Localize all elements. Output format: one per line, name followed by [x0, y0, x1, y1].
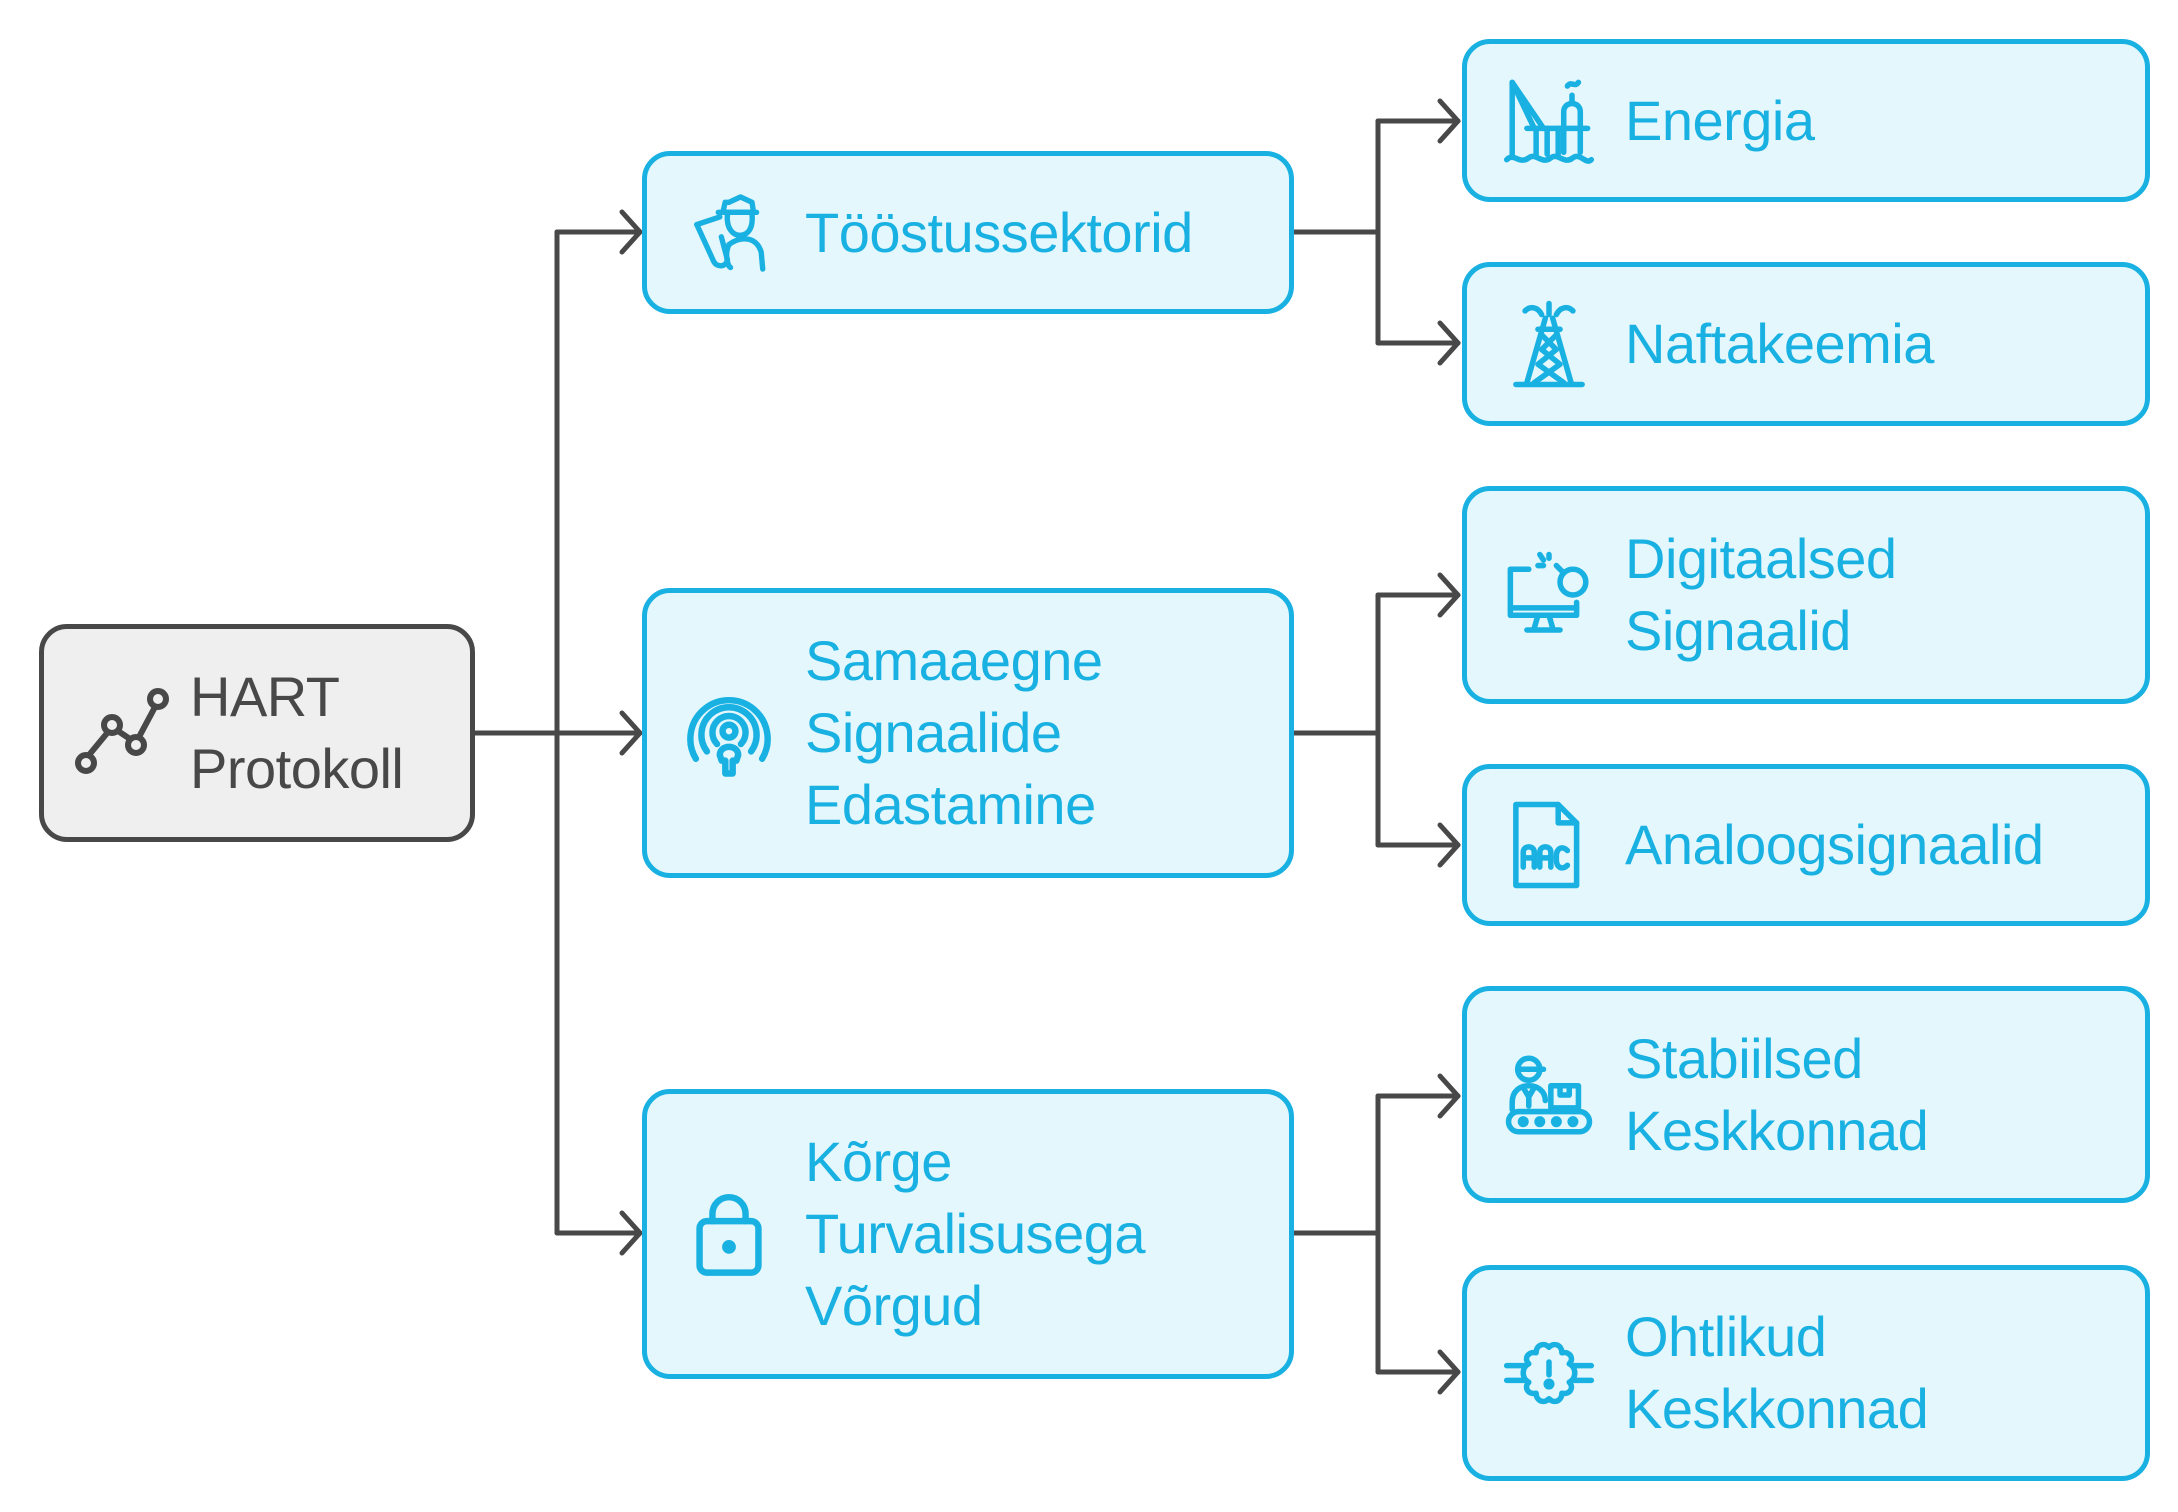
branch-label: Tööstussektorid [805, 200, 1193, 264]
root-node-hart-protokoll[interactable]: HART Protokoll [39, 624, 475, 842]
arrowhead-energia [1437, 98, 1461, 144]
leaf-node-ohtlikud-keskkonnad[interactable]: Ohtlikud Keskkonnad [1462, 1265, 2150, 1481]
arrowhead-digitaalsed [1437, 572, 1461, 618]
arrowhead-analoog [1437, 822, 1461, 868]
leaf-label: Naftakeemia [1625, 312, 1934, 375]
arrowhead-branch-2 [619, 710, 643, 756]
conveyor-worker-icon [1503, 1049, 1595, 1141]
worker-icon [683, 187, 775, 279]
arrowhead-ohtlikud [1437, 1349, 1461, 1395]
leaf-node-analoogsignaalid[interactable]: Analoogsignaalid [1462, 764, 2150, 926]
branch-label: Samaaegne Signaalide Edastamine [805, 629, 1103, 836]
oil-derrick-icon [1503, 298, 1595, 390]
leaf-label: Ohtlikud Keskkonnad [1625, 1305, 1929, 1440]
padlock-icon [683, 1188, 775, 1280]
leaf-label: Energia [1625, 88, 1815, 152]
line-chart-icon [74, 685, 170, 781]
aac-file-icon [1503, 799, 1595, 891]
arrowhead-naftakeemia [1437, 320, 1461, 366]
root-label: HART Protokoll [190, 665, 404, 800]
hazard-gear-icon [1503, 1327, 1595, 1419]
branch-node-korge-turvalisusega[interactable]: Kõrge Turvalisusega Võrgud [642, 1089, 1294, 1379]
branch-node-toostussektorid[interactable]: Tööstussektorid [642, 151, 1294, 314]
arrowhead-branch-3 [619, 1210, 643, 1256]
offshore-platform-icon [1503, 75, 1595, 167]
broadcast-person-icon [683, 687, 775, 779]
leaf-label: Analoogsignaalid [1625, 813, 2044, 876]
branch-label: Kõrge Turvalisusega Võrgud [805, 1130, 1146, 1337]
leaf-node-energia[interactable]: Energia [1462, 39, 2150, 202]
arrowhead-branch-1 [619, 209, 643, 255]
leaf-label: Digitaalsed Signaalid [1625, 527, 1897, 662]
leaf-node-naftakeemia[interactable]: Naftakeemia [1462, 262, 2150, 426]
computer-search-icon [1503, 549, 1595, 641]
leaf-label: Stabiilsed Keskkonnad [1625, 1026, 1929, 1162]
branch-node-samaaegne[interactable]: Samaaegne Signaalide Edastamine [642, 588, 1294, 878]
arrowhead-stabiilsed [1437, 1073, 1461, 1119]
leaf-node-stabiilsed-keskkonnad[interactable]: Stabiilsed Keskkonnad [1462, 986, 2150, 1203]
leaf-node-digitaalsed-signaalid[interactable]: Digitaalsed Signaalid [1462, 486, 2150, 704]
